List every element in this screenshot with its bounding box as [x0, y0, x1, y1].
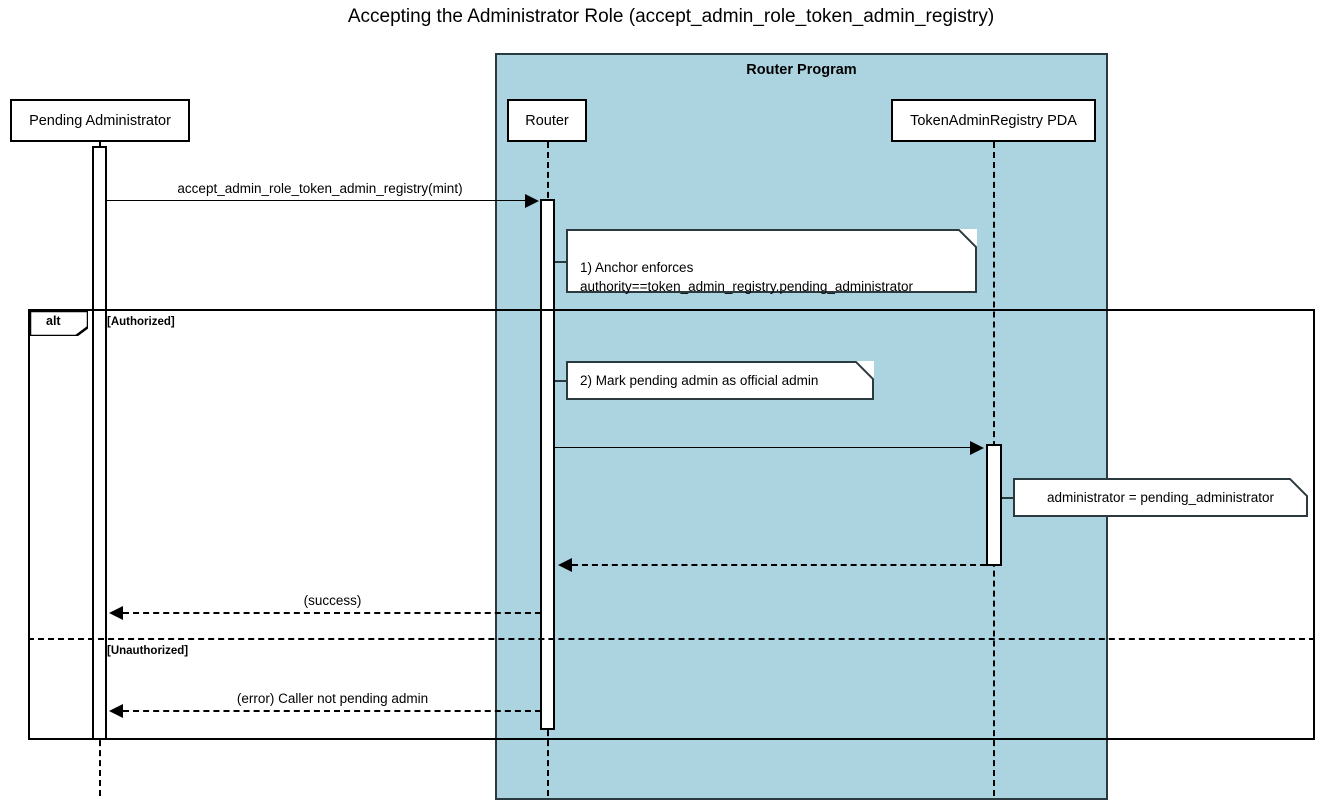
message-label-accept-admin-role: accept_admin_role_token_admin_registry(m…: [177, 181, 463, 196]
message-label-success: (success): [303, 593, 362, 608]
note-administrator-assignment: administrator = pending_administrator: [1013, 478, 1308, 517]
note-connector-mark-pending-admin: [555, 380, 567, 382]
message-line-update-registry: [555, 447, 970, 448]
note-text-administrator-assignment: administrator = pending_administrator: [1047, 489, 1274, 505]
note-mark-pending-admin: 2) Mark pending admin as official admin: [566, 361, 874, 400]
note-connector-administrator-assignment: [1002, 497, 1014, 499]
alt-guard-unauthorized: [Unauthorized]: [107, 645, 189, 657]
participant-pending-administrator[interactable]: Pending Administrator: [10, 99, 190, 142]
activation-token-admin-registry-pda: [986, 444, 1002, 566]
note-fold-corner-icon: [1289, 478, 1308, 497]
alt-fragment-divider: [28, 638, 1315, 640]
note-anchor-enforces: 1) Anchor enforces authority==token_admi…: [566, 229, 977, 295]
group-title-router-program: Router Program: [746, 62, 857, 78]
message-arrowhead-accept-admin-role: [525, 194, 539, 208]
message-line-success: [123, 612, 541, 614]
message-arrowhead-error: [109, 704, 123, 718]
message-line-registry-return: [572, 564, 986, 566]
alt-fragment: alt: [28, 309, 1315, 740]
activation-router: [540, 199, 555, 730]
participant-token-admin-registry-pda[interactable]: TokenAdminRegistry PDA: [891, 99, 1096, 142]
participant-label-token-admin-registry-pda: TokenAdminRegistry PDA: [910, 112, 1077, 129]
message-label-error: (error) Caller not pending admin: [236, 691, 429, 706]
participant-label-router: Router: [525, 112, 569, 129]
note-fold-corner-icon: [958, 229, 977, 248]
alt-fragment-operator-label: alt: [46, 314, 61, 328]
message-arrowhead-update-registry: [970, 441, 984, 455]
page-title: Accepting the Administrator Role (accept…: [347, 6, 995, 27]
message-arrowhead-success: [109, 606, 123, 620]
message-line-accept-admin-role: [107, 200, 525, 201]
participant-router[interactable]: Router: [507, 99, 587, 142]
alt-guard-authorized: [Authorized]: [107, 316, 175, 328]
message-arrowhead-registry-return: [558, 558, 572, 572]
note-text-anchor-enforces: 1) Anchor enforces authority==token_admi…: [580, 259, 913, 295]
participant-label-pending-administrator: Pending Administrator: [29, 112, 171, 129]
group-box-router-program: Router Program: [495, 53, 1108, 800]
alt-fragment-tab-icon: [30, 311, 88, 336]
note-text-mark-pending-admin: 2) Mark pending admin as official admin: [580, 372, 819, 388]
note-fold-corner-icon: [855, 361, 874, 380]
message-line-error: [123, 710, 541, 712]
note-connector-anchor-enforces: [555, 261, 567, 263]
